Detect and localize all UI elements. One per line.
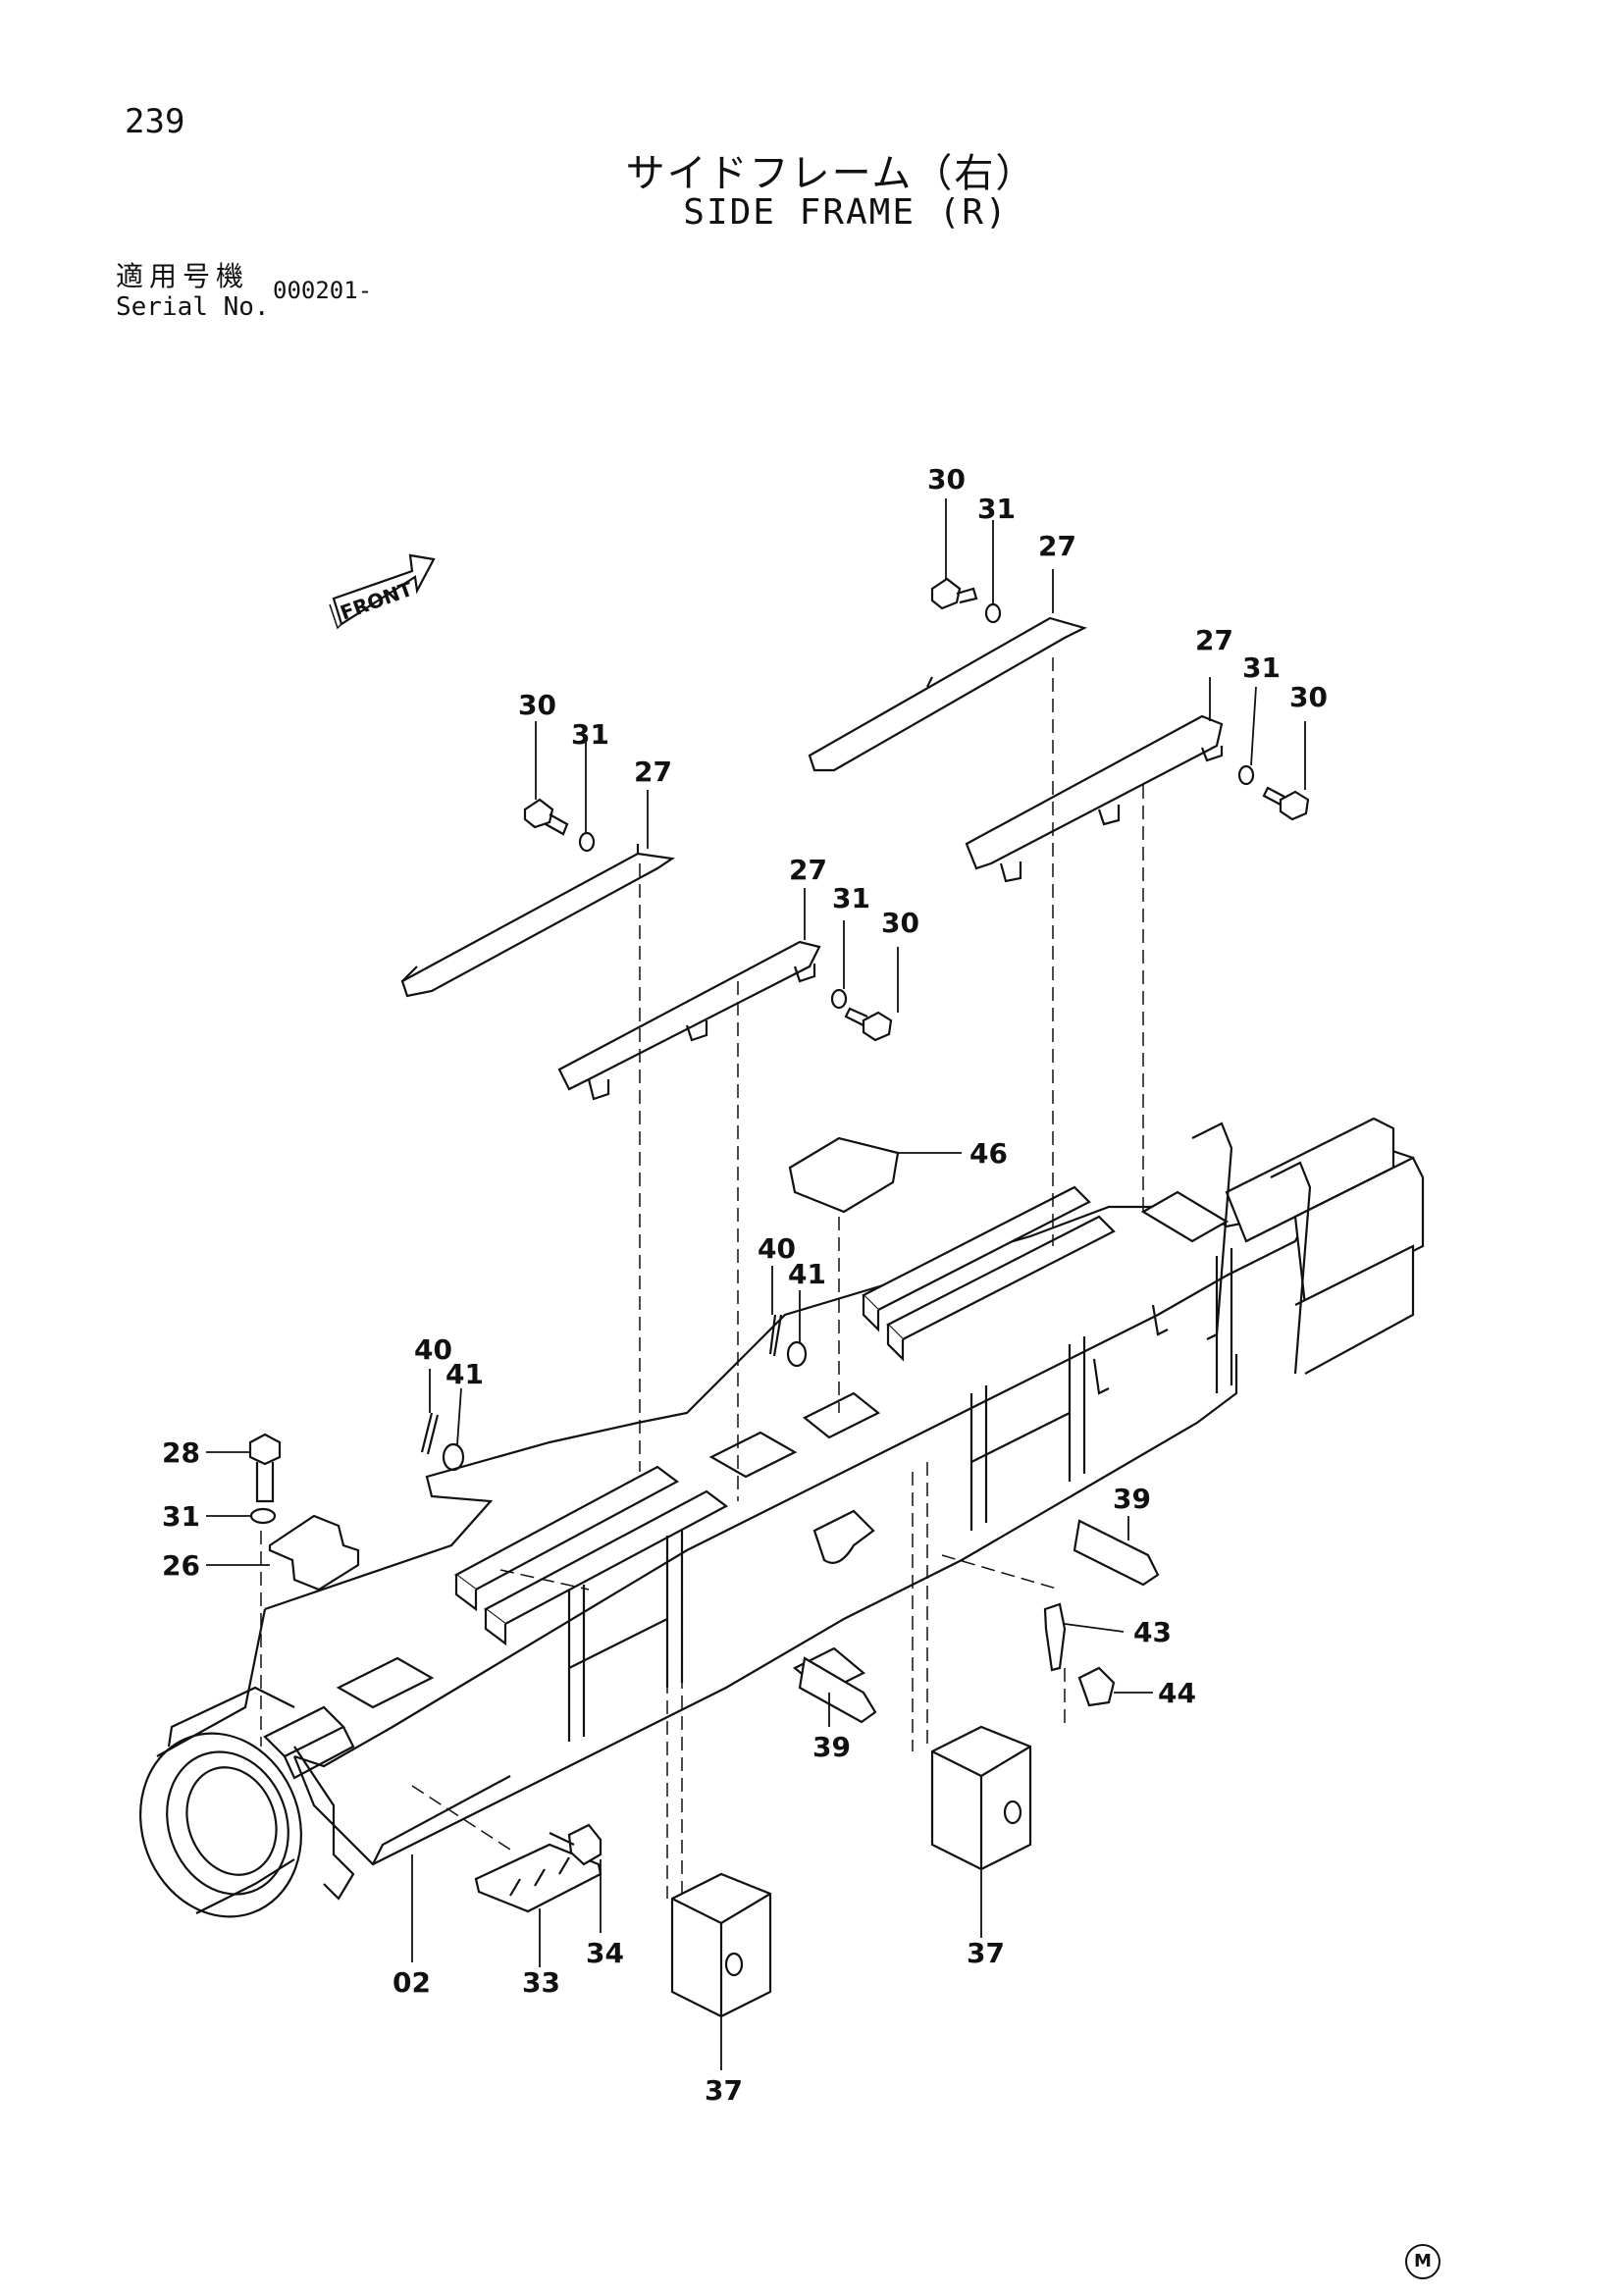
bolt-30-c xyxy=(844,1007,893,1042)
pin-40-a xyxy=(768,1314,783,1357)
washer-31-a xyxy=(984,602,1002,624)
callout-31: 31 xyxy=(832,882,870,914)
callout-37: 37 xyxy=(705,2074,743,2107)
cover-46 xyxy=(788,1136,900,1214)
callout-31: 31 xyxy=(977,493,1016,525)
track-guard-27-b xyxy=(557,940,821,1101)
callout-40: 40 xyxy=(414,1333,452,1366)
callout-02: 02 xyxy=(393,1966,431,1999)
track-guard-27-c xyxy=(808,616,1088,772)
pin-40-b xyxy=(420,1412,440,1455)
callout-37: 37 xyxy=(967,1937,1005,1969)
serial-label-english: Serial No. xyxy=(116,292,270,322)
callout-34: 34 xyxy=(586,1937,624,1969)
washer-31-b xyxy=(578,831,596,853)
callout-31: 31 xyxy=(1242,652,1281,684)
callout-43: 43 xyxy=(1133,1616,1172,1648)
bolt-30-a xyxy=(930,577,978,610)
bolt-34 xyxy=(549,1823,602,1866)
callout-44: 44 xyxy=(1158,1677,1196,1709)
washer-41-a xyxy=(786,1340,808,1368)
pin-43 xyxy=(1043,1602,1067,1672)
bolt-30-b xyxy=(523,798,569,836)
callout-27: 27 xyxy=(789,854,827,886)
callout-40: 40 xyxy=(758,1232,796,1265)
callout-30: 30 xyxy=(518,689,556,721)
callout-31: 31 xyxy=(571,718,609,751)
washer-31-c xyxy=(830,988,848,1010)
callout-41: 41 xyxy=(445,1358,484,1390)
callout-27: 27 xyxy=(1038,530,1076,562)
callout-31: 31 xyxy=(162,1500,200,1533)
block-37-b xyxy=(670,1872,772,2018)
serial-number-value: 000201- xyxy=(273,277,373,304)
callout-26: 26 xyxy=(162,1549,200,1582)
track-guard-27-d xyxy=(965,714,1224,883)
title-japanese: サイドフレーム（右） xyxy=(625,151,1037,196)
block-37-a xyxy=(930,1725,1032,1871)
clip-44 xyxy=(1077,1666,1116,1707)
callout-30: 30 xyxy=(927,463,966,496)
page-number: 239 xyxy=(125,102,185,141)
callout-41: 41 xyxy=(788,1258,826,1290)
side-frame-02 xyxy=(139,1117,1425,1918)
washer-31-e xyxy=(249,1507,277,1525)
title-english: SIDE FRAME (R) xyxy=(683,192,1009,233)
callout-33: 33 xyxy=(522,1966,560,1999)
callout-39: 39 xyxy=(1113,1483,1151,1515)
callout-30: 30 xyxy=(1289,681,1328,713)
washer-31-d xyxy=(1237,764,1255,786)
bolt-28 xyxy=(248,1433,282,1503)
callout-27: 27 xyxy=(1195,624,1233,656)
corner-mark: M xyxy=(1405,2244,1440,2279)
guide-26 xyxy=(268,1514,360,1592)
front-arrow-icon: FRONT xyxy=(329,553,436,630)
pin-39-a xyxy=(1073,1519,1160,1587)
bolt-30-d xyxy=(1262,786,1310,821)
callout-27: 27 xyxy=(634,756,672,788)
track-guard-27-a xyxy=(400,844,676,998)
callout-28: 28 xyxy=(162,1436,200,1469)
callout-46: 46 xyxy=(969,1137,1008,1170)
washer-41-b xyxy=(442,1442,465,1472)
pin-39-b xyxy=(798,1656,877,1724)
serial-label-japanese: 適用号機 xyxy=(116,260,250,292)
callout-30: 30 xyxy=(881,907,919,939)
callout-39: 39 xyxy=(812,1731,851,1763)
